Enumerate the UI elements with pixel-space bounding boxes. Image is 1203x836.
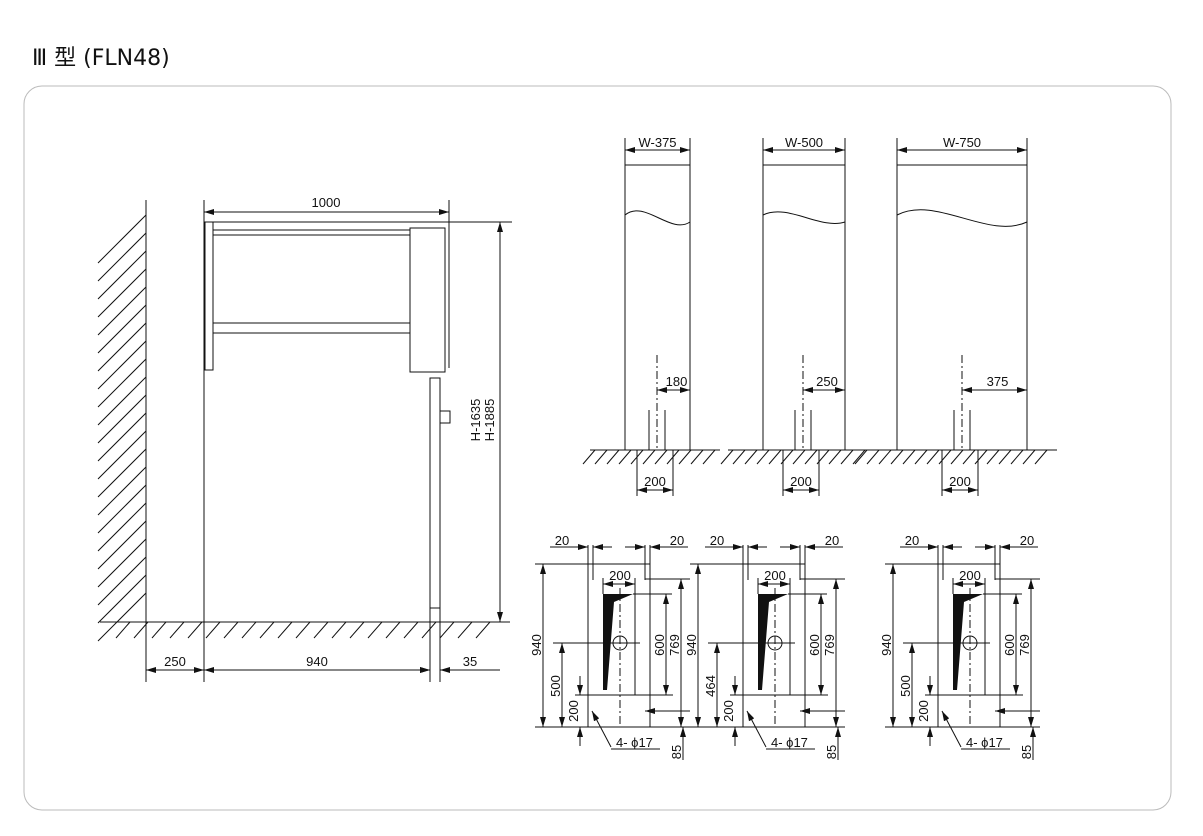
plan-views: 20 20 200 940 500 200 600 769 bbox=[529, 533, 1040, 760]
right-gap-label: 20 bbox=[670, 533, 684, 548]
plan-view: 20 20 200 940 464 200 600 769 bbox=[684, 533, 845, 760]
offset-label: 375 bbox=[987, 374, 1009, 389]
bottom-offset-label: 85 bbox=[669, 745, 684, 759]
inner-width-label: 200 bbox=[609, 568, 631, 583]
frame-height-label: 769 bbox=[1017, 634, 1032, 656]
width-label: W-375 bbox=[638, 135, 676, 150]
inner-width-label: 200 bbox=[959, 568, 981, 583]
depth-dimension: 940 bbox=[306, 654, 328, 669]
frame-height-label: 769 bbox=[667, 634, 682, 656]
base-height-label: 200 bbox=[721, 700, 736, 722]
front-views: W-375 180 200 W-500 250 bbox=[582, 135, 1057, 496]
bracket-height-label: 600 bbox=[807, 634, 822, 656]
holes-label: 4- ϕ17 bbox=[771, 735, 808, 750]
base-height-label: 200 bbox=[566, 700, 581, 722]
left-gap-label: 20 bbox=[905, 533, 919, 548]
break-line bbox=[624, 210, 691, 226]
bottom-offset-label: 85 bbox=[1019, 745, 1034, 759]
hole-height-label: 500 bbox=[898, 675, 913, 697]
page-title: Ⅲ 型 (FLN48) bbox=[32, 46, 170, 71]
hole-height-label: 500 bbox=[548, 675, 563, 697]
total-depth-label: 940 bbox=[684, 634, 699, 656]
total-depth-label: 940 bbox=[529, 634, 544, 656]
bracket-shape bbox=[953, 594, 983, 690]
holes-label: 4- ϕ17 bbox=[616, 735, 653, 750]
left-gap-label: 20 bbox=[710, 533, 724, 548]
front-view: W-750 375 200 bbox=[854, 135, 1057, 496]
right-gap-label: 20 bbox=[1020, 533, 1034, 548]
frame-height-label: 769 bbox=[822, 634, 837, 656]
left-gap-label: 20 bbox=[555, 533, 569, 548]
front-view: W-500 250 200 bbox=[720, 135, 875, 496]
bracket-shape bbox=[758, 594, 788, 690]
base-label: 200 bbox=[790, 474, 812, 489]
base-label: 200 bbox=[644, 474, 666, 489]
width-label: W-750 bbox=[943, 135, 981, 150]
bracket-height-label: 600 bbox=[652, 634, 667, 656]
break-line bbox=[762, 211, 846, 224]
wall-gap-dimension: 250 bbox=[164, 654, 186, 669]
width-label: W-500 bbox=[785, 135, 823, 150]
front-view: W-375 180 200 bbox=[582, 135, 720, 496]
side-view: 1000 H-1635 H-1885 250 940 35 bbox=[97, 195, 512, 682]
height-dimension-2: H-1885 bbox=[482, 399, 497, 442]
plan-view: 20 20 200 940 500 200 600 769 bbox=[879, 533, 1040, 760]
base-label: 200 bbox=[949, 474, 971, 489]
base-height-label: 200 bbox=[916, 700, 931, 722]
inner-width-label: 200 bbox=[764, 568, 786, 583]
drawing-frame bbox=[23, 85, 1172, 811]
hole-height-label: 464 bbox=[703, 675, 718, 697]
offset-label: 180 bbox=[666, 374, 688, 389]
offset-label: 250 bbox=[816, 374, 838, 389]
floor-hatching bbox=[115, 621, 491, 639]
post-dimension: 35 bbox=[463, 654, 477, 669]
bottom-offset-label: 85 bbox=[824, 745, 839, 759]
machine-outline bbox=[203, 200, 451, 623]
break-line bbox=[896, 209, 1028, 227]
width-dimension: 1000 bbox=[312, 195, 341, 210]
plan-view: 20 20 200 940 500 200 600 769 bbox=[529, 533, 690, 760]
bracket-shape bbox=[603, 594, 633, 690]
total-depth-label: 940 bbox=[879, 634, 894, 656]
height-dimension-1: H-1635 bbox=[468, 399, 483, 442]
holes-label: 4- ϕ17 bbox=[966, 735, 1003, 750]
wall-hatching bbox=[97, 214, 147, 642]
bracket-height-label: 600 bbox=[1002, 634, 1017, 656]
right-gap-label: 20 bbox=[825, 533, 839, 548]
